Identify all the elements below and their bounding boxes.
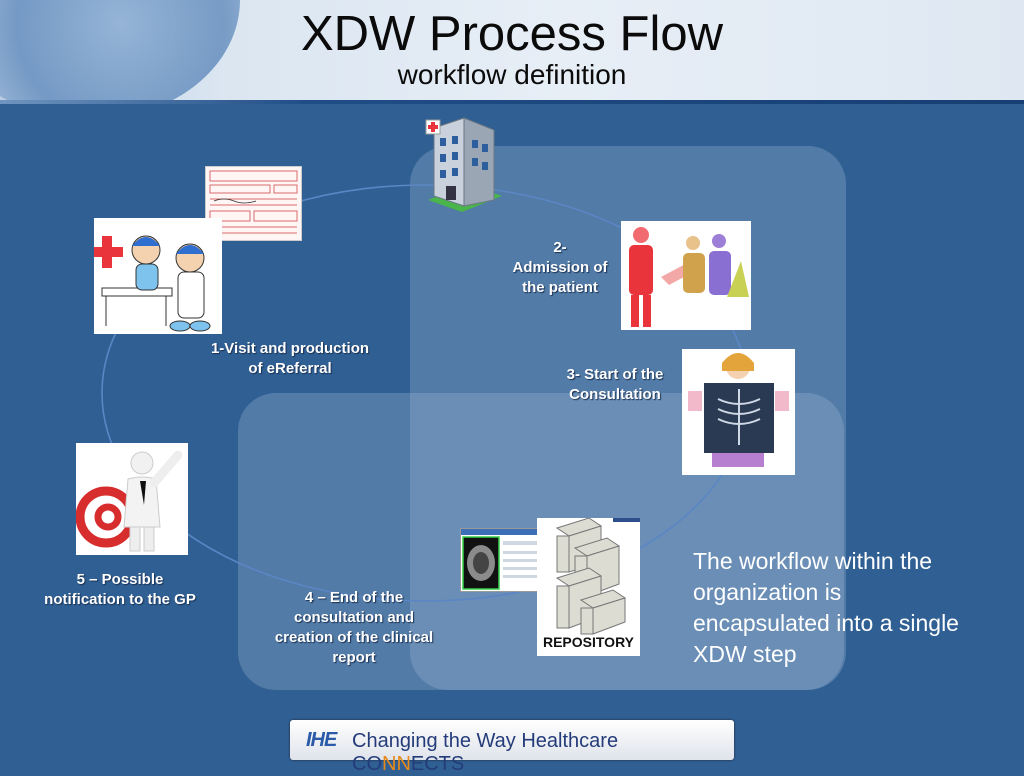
footer-tagline-main: Changing the Way Healthcare (352, 730, 619, 752)
hospital-icon (425, 117, 502, 212)
step-3-label: 3- Start of the Consultation (550, 365, 680, 405)
footer-tagline-ects: ECTS (410, 753, 465, 775)
repository-label: REPOSITORY (542, 634, 635, 650)
report-viewer-icon (461, 529, 569, 590)
step-5-line-2: notification to the GP (44, 591, 196, 608)
step-1-label: 1-Visit and production of eReferral (190, 339, 390, 379)
step-4-label: 4 – End of the consultation and creation… (254, 588, 454, 668)
step-4-line-3: creation of the clinical (274, 629, 434, 646)
step-4-line-4: report (332, 649, 376, 666)
slide-subtitle: workflow definition (397, 59, 627, 90)
step-5-label: 5 – Possible notification to the GP (20, 570, 220, 610)
step-5-line-1: 5 – Possible (76, 571, 164, 588)
server-icon (555, 517, 640, 635)
header-divider (0, 100, 1024, 104)
consultation-image (682, 349, 795, 475)
email-notification-icon (75, 450, 183, 552)
ihe-logo: IHE (306, 729, 337, 751)
step-4-line-1: 4 – End of the (304, 589, 404, 606)
hospital-image (418, 112, 506, 212)
footer-tagline-co: CO (352, 753, 382, 775)
step-2-line-3: the patient (522, 279, 598, 296)
step-2-line-2: Admission of (512, 259, 608, 276)
slide-title: XDW Process Flow (300, 7, 723, 61)
footer-tagline: Changing the Way Healthcare CONNECTS (352, 730, 734, 776)
encapsulation-note: The workflow within the organization is … (693, 548, 959, 667)
notification-image (75, 443, 188, 555)
step-1-line-2: of eReferral (248, 360, 332, 377)
admission-image (621, 221, 751, 330)
doctor-visit-image (91, 218, 222, 334)
admission-people-icon (629, 227, 749, 327)
doctor-patient-icon (91, 235, 211, 332)
footer-tagline-nn: NN (382, 753, 411, 775)
footer-banner: IHE Changing the Way Healthcare CONNECTS (290, 720, 734, 775)
step-2-line-1: 2- (553, 239, 567, 256)
repository-image: REPOSITORY (537, 517, 640, 656)
slide-header: XDW Process Flow workflow definition (0, 0, 1024, 102)
step-1-line-1: 1-Visit and production (210, 340, 370, 357)
step-2-label: 2- Admission of the patient (500, 238, 620, 298)
step-3-line-2: Consultation (569, 386, 661, 403)
step-4-line-2: consultation and (294, 609, 414, 626)
step-3-line-1: 3- Start of the (566, 366, 664, 383)
xray-doctor-icon (688, 353, 789, 467)
